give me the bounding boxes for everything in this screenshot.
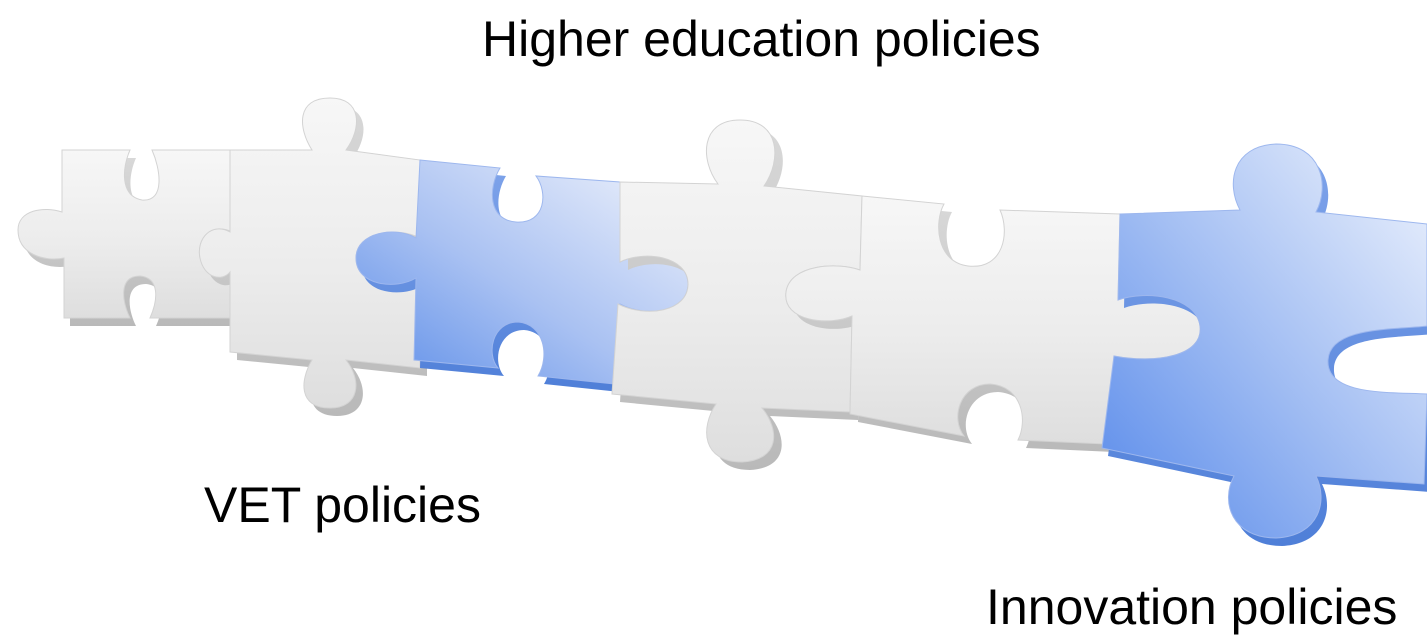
vet-label: VET policies [204, 477, 481, 533]
higher-education-label: Higher education policies [482, 11, 1041, 67]
innovation-label: Innovation policies [986, 579, 1398, 635]
puzzle-piece-1 [17, 149, 238, 326]
puzzle-piece-2 [198, 97, 427, 416]
puzzle-piece-5 [785, 195, 1209, 452]
puzzle-piece-4 [611, 119, 870, 470]
puzzle-piece-6[interactable] [1101, 143, 1427, 546]
